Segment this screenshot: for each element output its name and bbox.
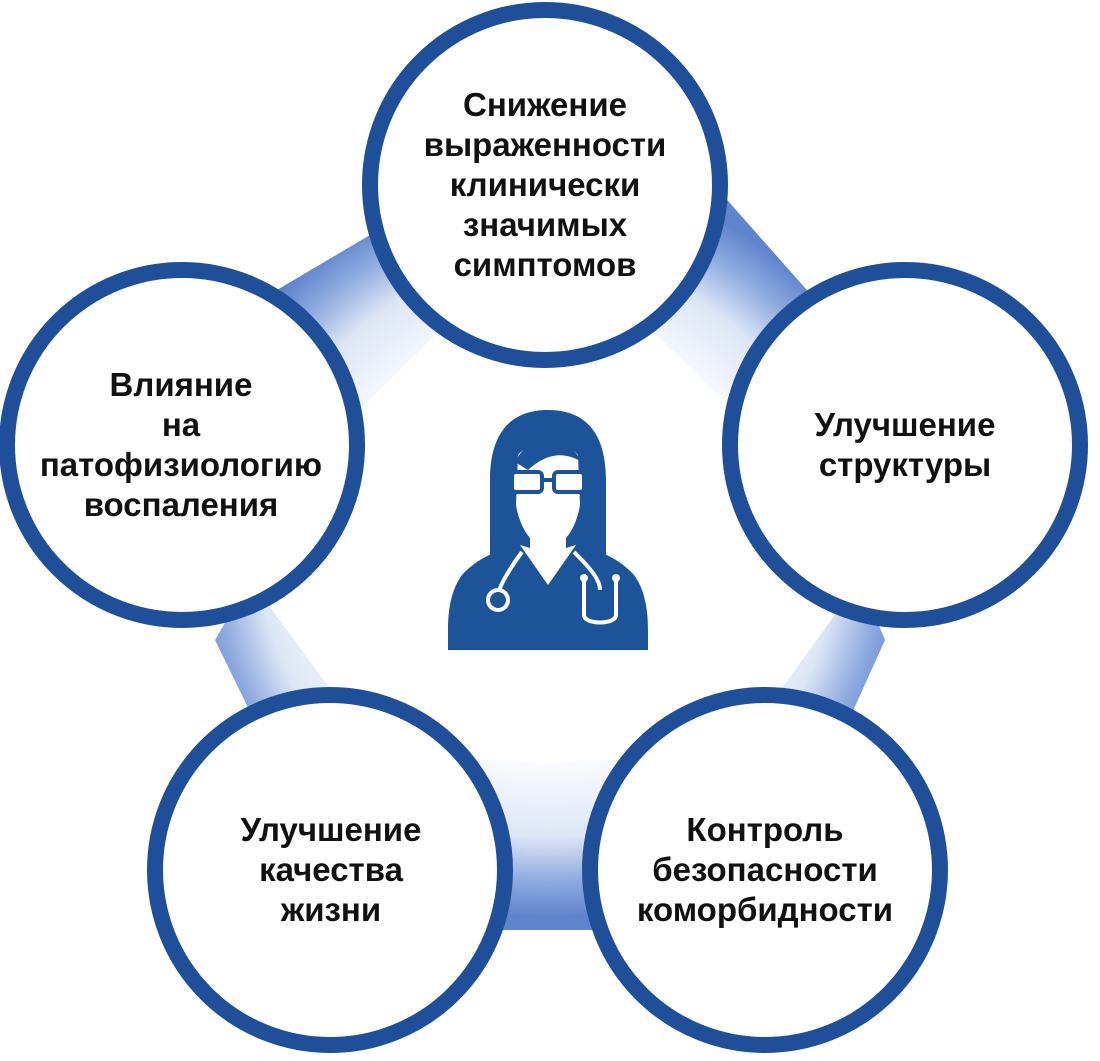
circle-top (362, 2, 728, 368)
node-label-line: Снижение (463, 86, 627, 123)
node-label-line: воспаления (83, 486, 279, 523)
circle-bottom-right (582, 687, 948, 1053)
node-label-line: коморбидности (636, 891, 894, 928)
node-label-line: структуры (818, 446, 992, 483)
node-label-bottom-left: Улучшение качества жизни (166, 745, 496, 995)
node-label-line: качества (259, 851, 403, 888)
node-label-line: Контроль (686, 811, 844, 848)
node-label-right: Улучшение структуры (740, 320, 1070, 570)
node-label-line: значимых (462, 206, 628, 243)
node-label-line: Улучшение (240, 811, 422, 848)
node-label-line: на (161, 406, 201, 443)
circle-right (722, 262, 1088, 628)
node-label-line: безопасности (652, 851, 878, 888)
circle-left (0, 262, 365, 628)
node-label-left: Влияние на патофизиологию воспаления (16, 320, 346, 570)
node-label-line: патофизиологию (39, 446, 323, 483)
node-label-line: Улучшение (814, 406, 996, 443)
node-label-line: клинически (449, 166, 641, 203)
node-circles (0, 2, 1088, 1053)
node-label-top: Снижение выраженности клинически значимы… (380, 60, 710, 310)
node-label-line: выраженности (423, 126, 667, 163)
node-label-bottom-right: Контроль безопасности коморбидности (600, 745, 930, 995)
node-label-line: Влияние (109, 366, 253, 403)
doctor-icon (448, 410, 648, 650)
node-label-line: жизни (280, 891, 382, 928)
circle-bottom-left (147, 687, 513, 1053)
node-label-line: симптомов (453, 246, 637, 283)
